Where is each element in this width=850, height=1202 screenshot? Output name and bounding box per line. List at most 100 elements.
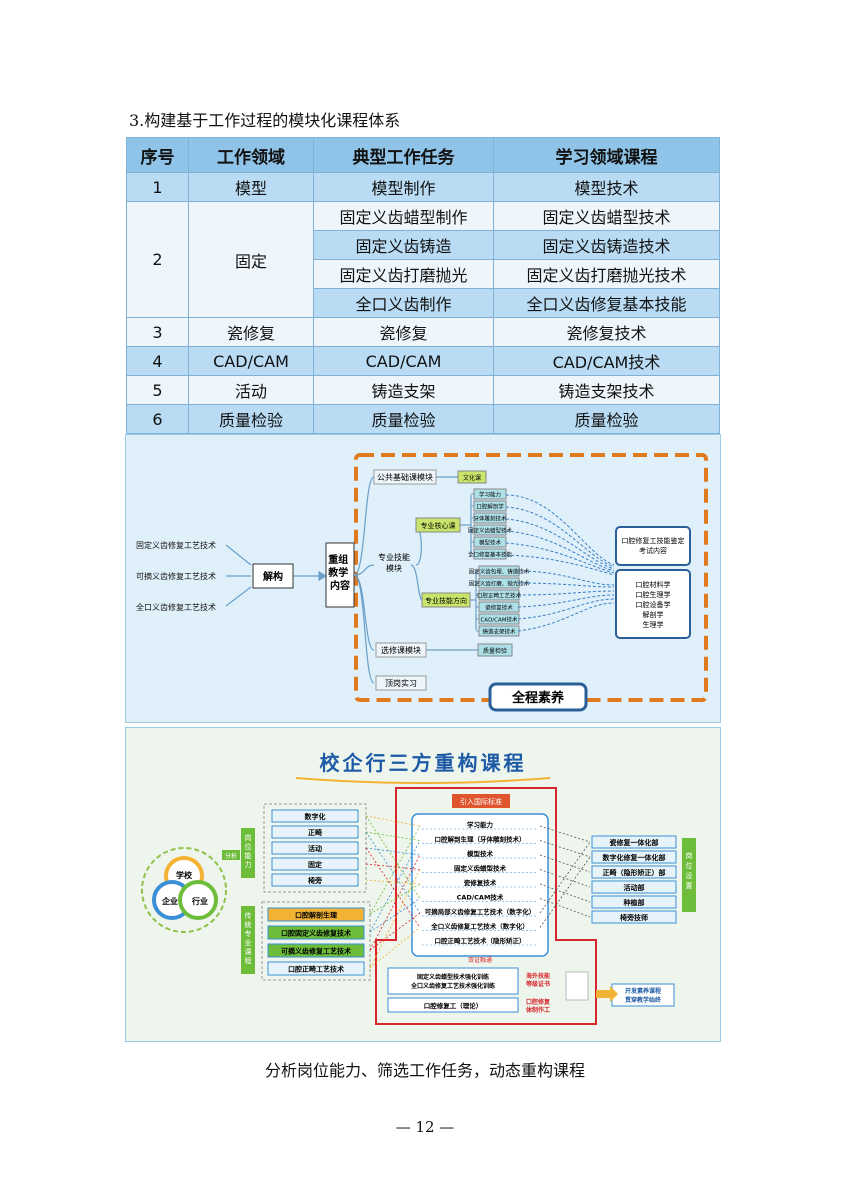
public-module: 公共基础课模块 bbox=[377, 472, 433, 482]
cell-field: 瓷修复 bbox=[188, 317, 314, 347]
link-line bbox=[369, 825, 421, 915]
dir-item: 口腔正畸工艺技术 bbox=[477, 592, 522, 600]
text-line: 等级证书 bbox=[525, 980, 550, 988]
table-row: 固定义齿打磨抛光 固定义齿打磨抛光技术 bbox=[127, 259, 720, 289]
center-item: 可摘局部义齿修复工艺技术（数字化） bbox=[425, 907, 536, 916]
text-line: 岗 bbox=[245, 834, 252, 842]
link-line bbox=[539, 856, 591, 928]
center-item: 模型技术 bbox=[467, 849, 494, 858]
right-item: 瓷修复一体化部 bbox=[610, 838, 659, 847]
develop-label: 开发素养课程贯穿教学始终 bbox=[625, 987, 662, 1004]
link-line bbox=[365, 831, 421, 841]
cell-task: 全口义齿制作 bbox=[313, 288, 494, 318]
cert-1: 海外技能等级证书 bbox=[525, 972, 550, 988]
text-line: 口腔生理学 bbox=[636, 590, 671, 599]
link-line bbox=[369, 883, 421, 915]
text-line: 口腔材料学 bbox=[636, 580, 671, 589]
cert-2: 口腔修复体制作工 bbox=[526, 998, 551, 1014]
cell-task: 铸造支架 bbox=[313, 375, 494, 405]
right-item-box bbox=[591, 865, 677, 879]
dir-item: 固定义齿包埋、铸造技术 bbox=[469, 568, 530, 576]
traditional-item: 口腔固定义齿修复技术 bbox=[281, 929, 351, 938]
table-row: 4 CAD/CAM CAD/CAM CAD/CAM技术 bbox=[126, 346, 720, 376]
text-line: 位 bbox=[686, 861, 693, 870]
position-setting-label: 岗位设置 bbox=[686, 852, 693, 890]
cell-field: 活动 bbox=[188, 375, 314, 405]
fig2-title: 校企行三方重构课程 bbox=[320, 751, 527, 775]
cell-course: 质量检验 bbox=[493, 404, 720, 434]
cell-no: 2 bbox=[126, 201, 189, 318]
core-item-box bbox=[473, 500, 507, 512]
reorg-line: 教学 bbox=[327, 566, 348, 579]
restructure-diagram: 校企行三方重构课程 学校 企业 行业 分析 岗位能力 传统专业课程 数字化正畸活… bbox=[125, 727, 721, 1042]
center-item: 口腔正畸工艺技术（隐形矫正） bbox=[435, 936, 526, 945]
analyze-label: 分析 bbox=[225, 852, 237, 860]
skill-module: 专业技能模块 bbox=[378, 552, 410, 573]
core-item: 牙体雕刻技术 bbox=[473, 515, 507, 523]
text-line: 贯穿教学始终 bbox=[625, 996, 662, 1004]
cell-no: 5 bbox=[126, 375, 189, 405]
link-line bbox=[365, 847, 421, 928]
link-line bbox=[365, 815, 421, 827]
cell-field: 质量检验 bbox=[188, 404, 314, 434]
link-line bbox=[365, 815, 421, 899]
text-line: 业 bbox=[245, 938, 252, 947]
table-header-row: 序号 工作领域 典型工作任务 学习领域课程 bbox=[126, 137, 720, 173]
reorg-label: 重组 教学 内容 bbox=[327, 553, 351, 592]
intern-node: 顶岗实习 bbox=[385, 678, 417, 688]
traditional-item-box bbox=[267, 925, 365, 940]
traditional-item-box bbox=[267, 961, 365, 976]
traditional-label: 传统专业课程 bbox=[245, 911, 252, 965]
position-item: 活动 bbox=[308, 844, 322, 853]
core-item: 学习能力 bbox=[479, 491, 501, 499]
table-row: 3 瓷修复 瓷修复 瓷修复技术 bbox=[126, 317, 720, 347]
left-item: 全口义齿修复工艺技术 bbox=[136, 602, 216, 612]
cell-task: 固定义齿铸造 bbox=[313, 230, 494, 260]
link-line bbox=[539, 841, 591, 914]
position-item-box bbox=[271, 809, 359, 823]
banner-label: 全程素养 bbox=[511, 690, 565, 706]
text-line: 统 bbox=[245, 920, 252, 929]
text-line: 置 bbox=[686, 882, 693, 890]
cell-no: 1 bbox=[126, 172, 189, 202]
right-item: 活动部 bbox=[624, 883, 645, 892]
direction-node: 专业技能方向 bbox=[425, 596, 467, 605]
cell-field: CAD/CAM bbox=[188, 346, 314, 376]
core-node: 专业核心课 bbox=[421, 521, 456, 530]
dir-item: 固定义齿打磨、抛光技术 bbox=[469, 580, 530, 588]
right-item: 种植部 bbox=[623, 898, 645, 907]
dir-item: CAD/CAM技术 bbox=[480, 616, 518, 624]
right-top-box: 口腔修复工技能鉴定考试内容 bbox=[622, 536, 685, 555]
text-line: 体制作工 bbox=[526, 1006, 550, 1014]
table-row: 2 固定 固定义齿蜡型制作 固定义齿蜡型技术 bbox=[126, 201, 720, 318]
position-item: 正畸 bbox=[308, 828, 322, 837]
fusion-label: 双证融通 bbox=[468, 956, 492, 964]
table-row: 固定义齿铸造 固定义齿铸造技术 bbox=[127, 230, 720, 260]
left-item: 固定义齿修复工艺技术 bbox=[136, 540, 216, 550]
right-item-box bbox=[591, 895, 677, 909]
core-item: 模型技术 bbox=[479, 539, 502, 547]
intl-standard: 引入国际标准 bbox=[460, 797, 502, 806]
right-item: 正畸（隐形矫正）部 bbox=[603, 868, 666, 877]
link-line bbox=[539, 825, 591, 843]
core-item: 固定义齿蜡型技术 bbox=[468, 527, 513, 535]
right-item-box bbox=[591, 880, 677, 894]
core-item: 全口修复基本技能 bbox=[468, 551, 513, 559]
reorg-line: 重组 bbox=[328, 553, 348, 566]
dir-item: 铸造支架技术 bbox=[482, 628, 516, 636]
table-row: 全口义齿制作 全口义齿修复基本技能 bbox=[127, 288, 720, 318]
header-course: 学习领域课程 bbox=[493, 137, 720, 173]
header-task: 典型工作任务 bbox=[313, 137, 494, 173]
link-line bbox=[365, 863, 421, 870]
text-line: 解剖学 bbox=[643, 610, 664, 619]
position-ability-label: 岗位能力 bbox=[245, 834, 252, 869]
right-item-box bbox=[591, 835, 677, 849]
text-line: 固定义齿蜡型技术强化训练 bbox=[417, 973, 489, 981]
header-no: 序号 bbox=[126, 137, 189, 173]
culture-node: 文化课 bbox=[463, 474, 481, 482]
link-line bbox=[369, 927, 421, 969]
right-item-box bbox=[591, 850, 677, 864]
position-item-box bbox=[271, 841, 359, 855]
cell-course: 全口义齿修复基本技能 bbox=[493, 288, 720, 318]
text-line: 传 bbox=[245, 911, 252, 920]
